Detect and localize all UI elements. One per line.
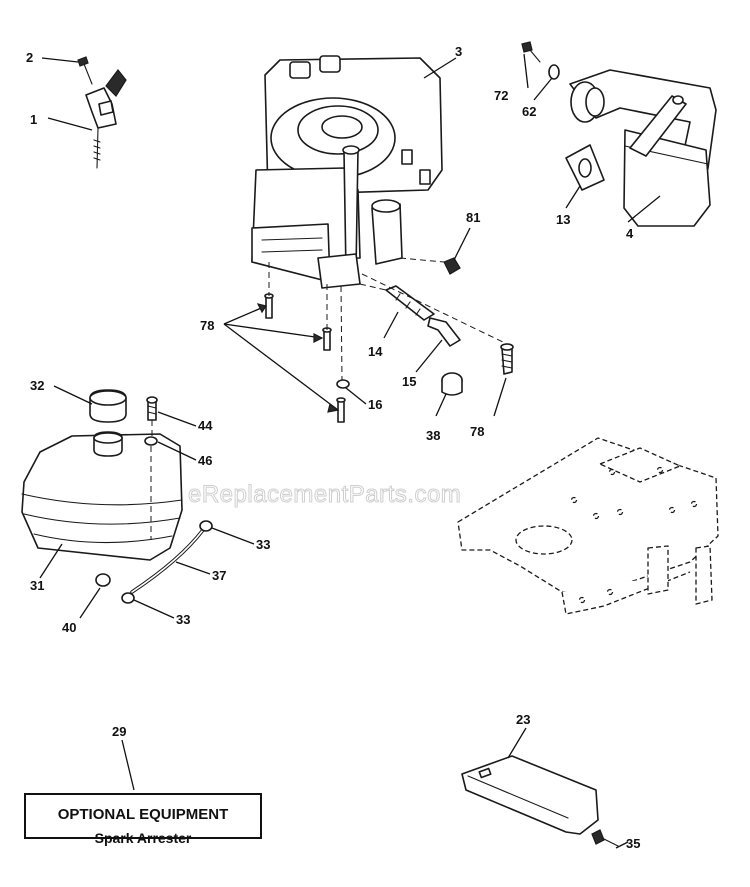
callout-46: 46 [198, 453, 212, 468]
spark-arrester-label: Spark Arrester [94, 830, 192, 846]
callout-78-right: 78 [470, 424, 484, 439]
callout-33-lower: 33 [176, 612, 190, 627]
fuel-cap [89, 389, 127, 423]
callout-81: 81 [466, 210, 480, 225]
callout-4: 4 [626, 226, 634, 241]
heat-shield [461, 755, 619, 847]
fuel-tank [21, 431, 183, 561]
watermark-text: eReplacementParts.com [188, 481, 461, 508]
callout-29: 29 [112, 724, 126, 739]
callout-78-left: 78 [200, 318, 214, 333]
fuel-hose [95, 520, 213, 604]
callouts: 1 2 3 4 13 14 15 16 23 29 31 32 33 33 35… [26, 44, 640, 851]
mounting-frame [457, 437, 719, 615]
optional-equipment-title: OPTIONAL EQUIPMENT [57, 806, 229, 823]
arrowheads-78 [256, 303, 340, 413]
callout-32: 32 [30, 378, 44, 393]
engine [251, 55, 443, 289]
callout-38: 38 [426, 428, 440, 443]
callout-44: 44 [198, 418, 213, 433]
callout-35: 35 [626, 836, 640, 851]
callout-62: 62 [522, 104, 536, 119]
callout-40: 40 [62, 620, 76, 635]
callout-2: 2 [26, 50, 33, 65]
callout-23: 23 [516, 712, 530, 727]
muffler-assembly [521, 41, 717, 227]
callout-13: 13 [556, 212, 570, 227]
callout-14: 14 [368, 344, 383, 359]
callout-33-upper: 33 [256, 537, 270, 552]
callout-3: 3 [455, 44, 462, 59]
fuel-line-fittings [264, 257, 514, 423]
callout-37: 37 [212, 568, 226, 583]
callout-16: 16 [368, 397, 382, 412]
callout-72: 72 [494, 88, 508, 103]
callout-1: 1 [30, 112, 37, 127]
callout-31: 31 [30, 578, 44, 593]
nut-81 [443, 257, 461, 275]
throttle-control [77, 56, 127, 169]
leader-lines [39, 53, 661, 849]
optional-equipment-box: OPTIONAL EQUIPMENT Spark Arrester [24, 793, 262, 846]
bolt-44-washer-46 [144, 396, 158, 540]
callout-15: 15 [402, 374, 416, 389]
